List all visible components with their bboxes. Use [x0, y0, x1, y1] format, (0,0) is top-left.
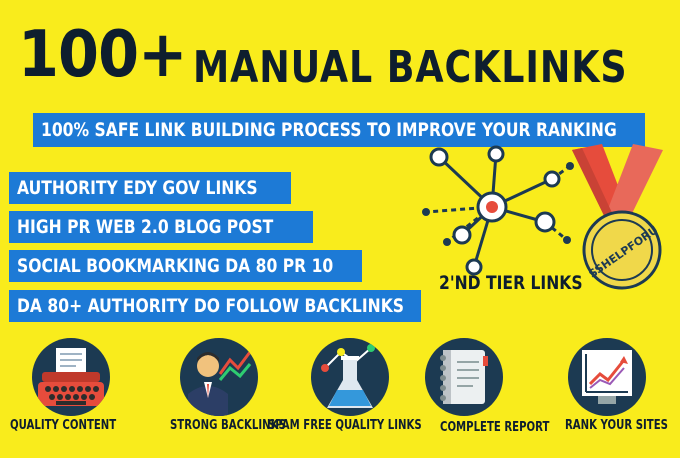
feature-banner: SOCIAL BOOKMARKING DA 80 PR 10 [9, 250, 362, 282]
subtitle-banner: 100% SAFE LINK BUILDING PROCESS TO IMPRO… [33, 113, 645, 147]
tier-links-label: 2'ND TIER LINKS [439, 272, 583, 294]
feature-banner: AUTHORITY EDY GOV LINKS [9, 172, 291, 204]
feature-banner: DA 80+ AUTHORITY DO FOLLOW BACKLINKS [9, 290, 421, 322]
feature-text: HIGH PR WEB 2.0 BLOG POST [17, 216, 274, 238]
growth-chart-icon [568, 338, 646, 416]
feature-text: SOCIAL BOOKMARKING DA 80 PR 10 [17, 255, 334, 277]
headline: 100+ MANUAL BACKLINKS [18, 18, 678, 96]
icon-caption: QUALITY CONTENT [10, 418, 117, 433]
flask-icon [311, 338, 389, 416]
headline-number: 100+ [18, 18, 187, 92]
typewriter-icon [32, 338, 110, 416]
headline-title: MANUAL BACKLINKS [193, 42, 628, 93]
medal-icon: SSHELPFORU [572, 144, 663, 290]
icon-caption: COMPLETE REPORT [440, 420, 550, 435]
notebook-icon [425, 338, 503, 416]
icon-caption: STRONG BACKLINKS [170, 418, 286, 433]
network-graph-icon [422, 145, 574, 276]
feature-text: DA 80+ AUTHORITY DO FOLLOW BACKLINKS [17, 295, 404, 317]
feature-banner: HIGH PR WEB 2.0 BLOG POST [9, 211, 313, 243]
icon-caption: RANK YOUR SITES [565, 418, 668, 433]
icon-caption: SPAM FREE QUALITY LINKS [268, 418, 422, 433]
feature-text: AUTHORITY EDY GOV LINKS [17, 177, 258, 199]
businessman-chart-icon [180, 338, 258, 416]
subtitle-text: 100% SAFE LINK BUILDING PROCESS TO IMPRO… [41, 119, 617, 141]
